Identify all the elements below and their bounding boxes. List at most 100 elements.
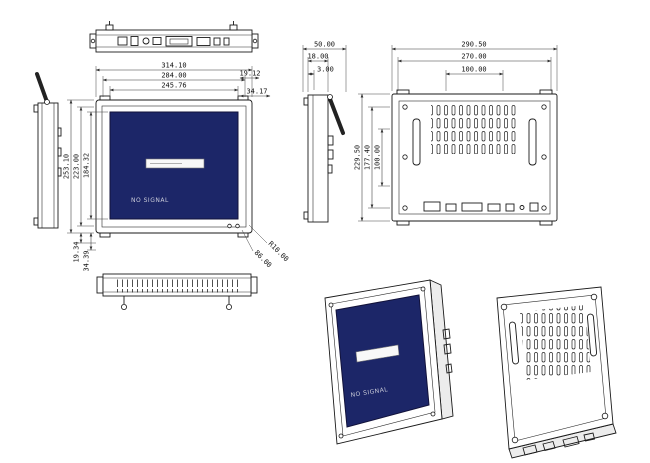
rear-vent-grid xyxy=(431,104,519,154)
mount-tab xyxy=(396,220,410,226)
iso-rear-port xyxy=(542,440,556,452)
bottom-view-left-cap xyxy=(96,276,104,294)
screw-icon xyxy=(541,104,547,110)
rear-rail-right xyxy=(528,118,537,166)
side-port xyxy=(327,149,334,160)
dim-front-offset-right-1: 19.12 xyxy=(239,70,260,78)
dim-front-offset-bottom-2: 34.39 xyxy=(83,250,91,271)
dim-depth-body: 18.00 xyxy=(307,53,328,61)
screw-icon xyxy=(430,411,436,417)
side-body xyxy=(307,94,329,223)
rear-port xyxy=(487,203,501,212)
iso-screen-dialog-bar xyxy=(355,344,400,363)
side-port xyxy=(57,167,62,177)
dim-depth-total: 50.00 xyxy=(314,41,335,49)
antenna-connector-icon xyxy=(121,303,128,310)
top-port-2 xyxy=(130,36,139,46)
mount-tab xyxy=(99,232,111,238)
screw-icon xyxy=(402,154,408,160)
screw-icon xyxy=(500,303,508,311)
vga-connector xyxy=(165,36,193,47)
screw-icon xyxy=(252,38,258,44)
iso-side-port xyxy=(445,363,453,374)
dim-rear-width-outer: 290.50 xyxy=(461,41,486,49)
iso-side-port xyxy=(442,328,451,340)
antenna-icon xyxy=(328,97,345,135)
bottom-vent-slots xyxy=(114,279,240,293)
rear-port xyxy=(461,202,483,212)
right-side-view xyxy=(303,94,345,223)
dim-front-width-screen: 245.76 xyxy=(161,82,186,90)
top-port-1 xyxy=(117,36,128,46)
screw-icon xyxy=(338,433,344,439)
dim-panel-thickness: 3.00 xyxy=(317,66,334,74)
rear-cover-inner xyxy=(398,100,551,215)
dim-front-height-outer: 253.10 xyxy=(63,154,71,179)
antenna-hinge-icon xyxy=(327,94,333,100)
antenna-mount-left xyxy=(105,24,114,31)
front-led-icon xyxy=(235,223,240,229)
dim-front-width-outer: 314.10 xyxy=(161,62,186,70)
mount-tab xyxy=(396,89,410,95)
dim-front-offset-right-2: 34.17 xyxy=(246,88,267,96)
mount-tab xyxy=(539,220,553,226)
mount-tab xyxy=(303,211,309,220)
rear-jack xyxy=(519,205,525,210)
side-port xyxy=(327,135,334,146)
iso-rear-rail-left xyxy=(508,321,520,365)
dim-front-width-mid: 284.00 xyxy=(161,72,186,80)
rear-port xyxy=(423,201,441,212)
screw-icon xyxy=(90,38,96,44)
front-view: NO SIGNAL xyxy=(95,95,253,238)
screw-icon xyxy=(590,293,598,301)
mount-tab xyxy=(33,217,39,226)
screw-icon xyxy=(541,154,547,160)
dim-rear-height-inner: 177.40 xyxy=(364,145,372,170)
screw-icon xyxy=(328,302,334,308)
screw-icon xyxy=(541,205,547,211)
dim-front-height-screen: 184.32 xyxy=(83,153,91,178)
dim-corner-offset: 86.00 xyxy=(253,249,274,270)
audio-jack xyxy=(142,37,150,45)
dim-rear-width-center: 100.00 xyxy=(461,66,486,74)
mount-tab xyxy=(33,104,39,113)
rear-port xyxy=(529,202,539,212)
top-port-3 xyxy=(152,37,162,45)
screw-icon xyxy=(420,286,426,292)
dim-rear-height-center: 100.00 xyxy=(374,145,382,170)
top-port-4 xyxy=(196,37,211,46)
dim-rear-width-inner: 270.00 xyxy=(461,53,486,61)
left-side-view xyxy=(33,72,62,229)
screw-icon xyxy=(601,412,609,420)
side-rear-dimensions: 50.00 18.00 3.00 290.50 270.00 100.00 22… xyxy=(302,41,558,222)
iso-rear-port xyxy=(583,432,596,442)
rear-rail-left xyxy=(412,118,421,166)
iso-side-port xyxy=(443,343,452,355)
mount-tab xyxy=(237,95,249,101)
top-port-6 xyxy=(223,37,230,46)
mount-tab xyxy=(539,89,553,95)
antenna-icon xyxy=(35,72,49,104)
antenna-hinge-icon xyxy=(44,99,50,105)
rear-port xyxy=(505,203,515,212)
screw-icon xyxy=(511,436,519,444)
dim-rear-height-outer: 229.50 xyxy=(354,145,362,170)
top-view xyxy=(89,21,259,53)
side-port xyxy=(57,127,62,137)
top-port-5 xyxy=(213,37,221,46)
iso-front-view: NO SIGNAL xyxy=(324,279,454,445)
top-view-body xyxy=(95,29,253,53)
bottom-view-right-cap xyxy=(250,276,258,294)
screw-icon xyxy=(402,104,408,110)
front-bezel-inner xyxy=(101,105,247,228)
front-button-icon xyxy=(227,223,232,229)
mount-tab xyxy=(303,97,309,106)
side-port xyxy=(327,164,333,174)
iso-rear-vent-grid xyxy=(520,305,591,380)
iso-front-screen xyxy=(335,294,430,428)
no-signal-text: NO SIGNAL xyxy=(131,197,169,204)
screw-icon xyxy=(402,205,408,211)
side-port xyxy=(57,147,62,157)
rear-view xyxy=(391,89,558,226)
